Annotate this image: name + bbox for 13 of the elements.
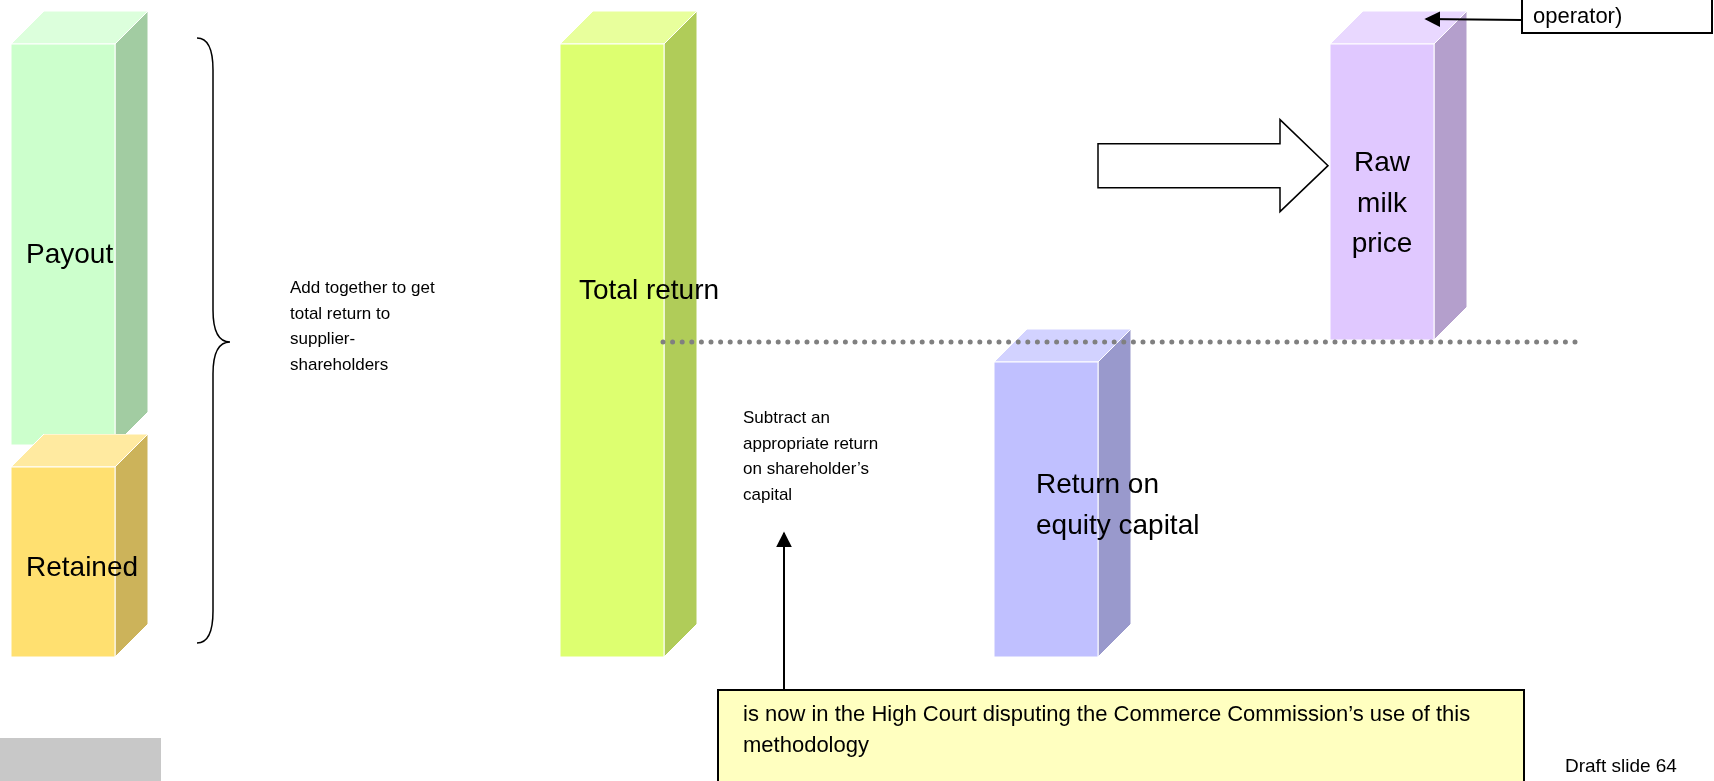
note-text: Subtract an appropriate return on shareholder’s capital: [743, 405, 893, 507]
arrow: [1097, 117, 1330, 214]
text-box: operator): [1521, 0, 1713, 34]
slide-number: Draft slide 64: [1565, 754, 1678, 778]
arrow: [776, 531, 792, 690]
bar-label: Raw milk price: [1350, 145, 1414, 261]
arrow: [1424, 11, 1522, 28]
callout-box: is now in the High Court disputing the Commerce Commission’s use of this methodology: [717, 689, 1525, 781]
bar-label: Payout: [26, 237, 115, 271]
note-text: Add together to get total return to supplier-shareholders: [290, 277, 436, 376]
footer-box: [0, 738, 161, 781]
bar-label: Retained: [26, 550, 140, 584]
bar-label: Return on equity capital: [1036, 467, 1201, 542]
